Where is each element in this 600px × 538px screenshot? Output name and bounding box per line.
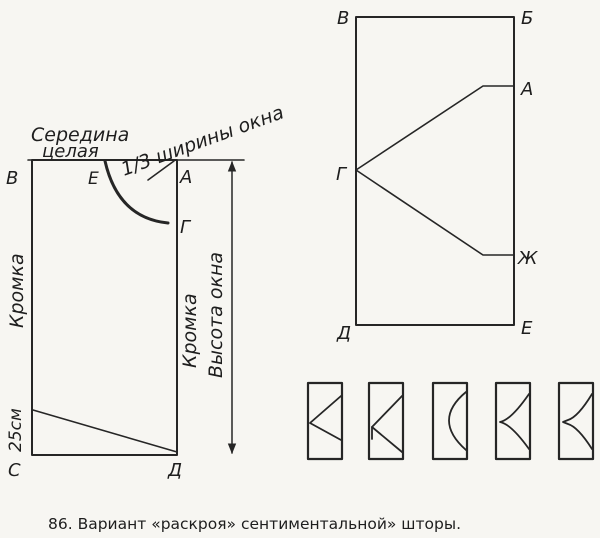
corner-label-s: С	[8, 460, 21, 481]
corner-label-d: Д	[167, 460, 182, 481]
point-label-a: А	[520, 79, 533, 100]
label-middle: Середина	[31, 124, 129, 146]
label-selvage-right: Кромка	[179, 293, 201, 368]
label-window-height: Высота окна	[205, 252, 227, 378]
corner-label-e: Е	[521, 318, 533, 339]
corner-label-v: В	[337, 8, 349, 29]
variant-thumbnails	[306, 381, 595, 461]
variant-thumb-2	[367, 381, 405, 461]
corner-label-d: Д	[336, 323, 351, 344]
corner-label-b: Б	[521, 8, 533, 29]
corner-label-a: А	[179, 167, 192, 188]
right-pattern: В Б А Г Ж Д Е	[336, 8, 538, 344]
right-upper-cut-line	[355, 85, 515, 171]
right-lower-cut-line	[355, 169, 515, 256]
left-bottom-cut-line	[32, 409, 178, 453]
variant-thumb-3	[431, 381, 469, 461]
left-neck-arc	[103, 159, 170, 225]
right-pattern-outline	[355, 16, 515, 326]
variant-thumb-1	[306, 381, 344, 461]
figure-caption: 86. Вариант «раскроя» сентиментальной» ш…	[48, 515, 461, 533]
left-third-line	[147, 160, 175, 181]
left-pattern-outline	[31, 159, 178, 456]
point-label-g: Г	[180, 217, 192, 238]
variant-thumb-4	[494, 381, 532, 461]
corner-label-v: В	[6, 168, 18, 189]
label-whole: целая	[42, 141, 99, 162]
label-selvage-left: Кромка	[6, 253, 28, 328]
point-label-zh: Ж	[517, 248, 538, 269]
left-pattern: Середина целая 1/3 ширины окна В Е А Г С…	[6, 101, 287, 481]
variant-thumb-5	[557, 381, 595, 461]
label-25cm: 25см	[6, 408, 26, 452]
point-label-g: Г	[336, 164, 348, 185]
label-third-width: 1/3 ширины окна	[118, 101, 287, 180]
point-label-e: Е	[88, 169, 99, 189]
